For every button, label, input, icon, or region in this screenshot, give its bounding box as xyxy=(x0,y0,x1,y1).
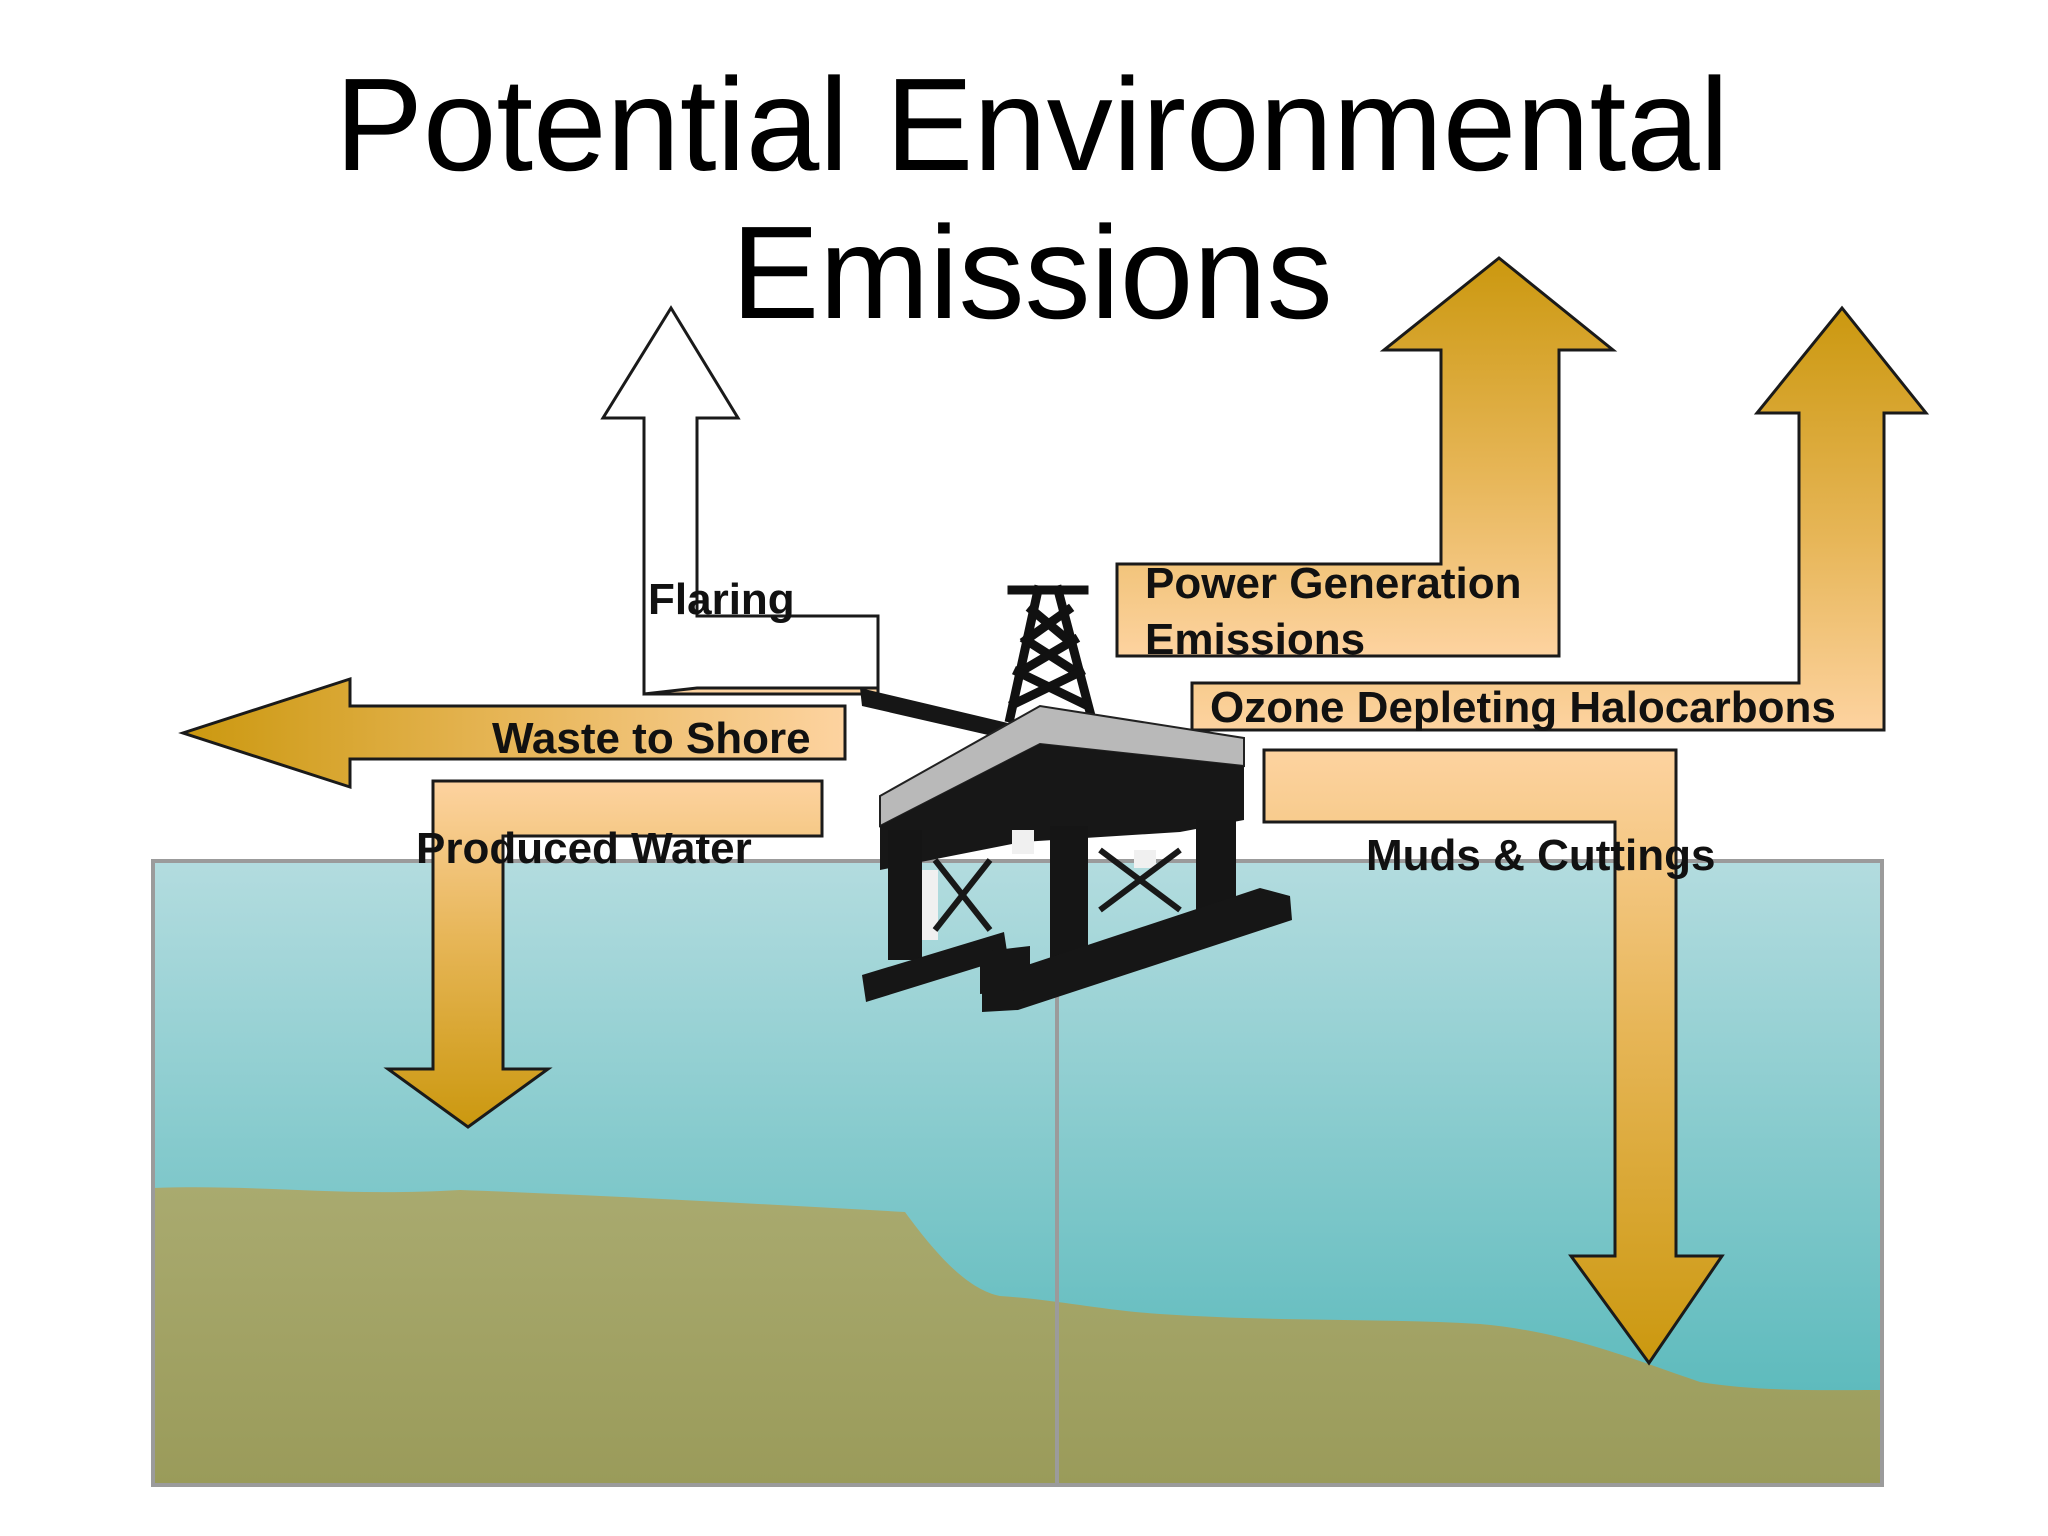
ozone-arrow xyxy=(1190,305,1930,732)
label-power-generation-line1: Power Generation xyxy=(1145,559,1522,608)
power-generation-arrow xyxy=(1115,256,1618,658)
label-waste-to-shore: Waste to Shore xyxy=(492,714,811,763)
label-muds-cuttings: Muds & Cuttings xyxy=(1366,831,1716,880)
offshore-platform-icon xyxy=(860,584,1292,1012)
flaring-arrow xyxy=(600,305,880,696)
title-line-1: Potential Environmental xyxy=(335,51,1729,198)
muds-cuttings-arrow xyxy=(1262,748,1725,1366)
label-produced-water: Produced Water xyxy=(416,824,752,873)
seabed xyxy=(153,1187,1882,1485)
label-power-generation-line2: Emissions xyxy=(1145,615,1365,664)
scene-frame xyxy=(151,859,1884,1487)
produced-water-arrow xyxy=(383,779,824,1129)
label-ozone-depleting-halocarbons: Ozone Depleting Halocarbons xyxy=(1210,683,1836,732)
waste-to-shore-arrow xyxy=(178,676,847,790)
label-flaring: Flaring xyxy=(648,575,795,624)
title-line-2: Emissions xyxy=(731,199,1332,346)
